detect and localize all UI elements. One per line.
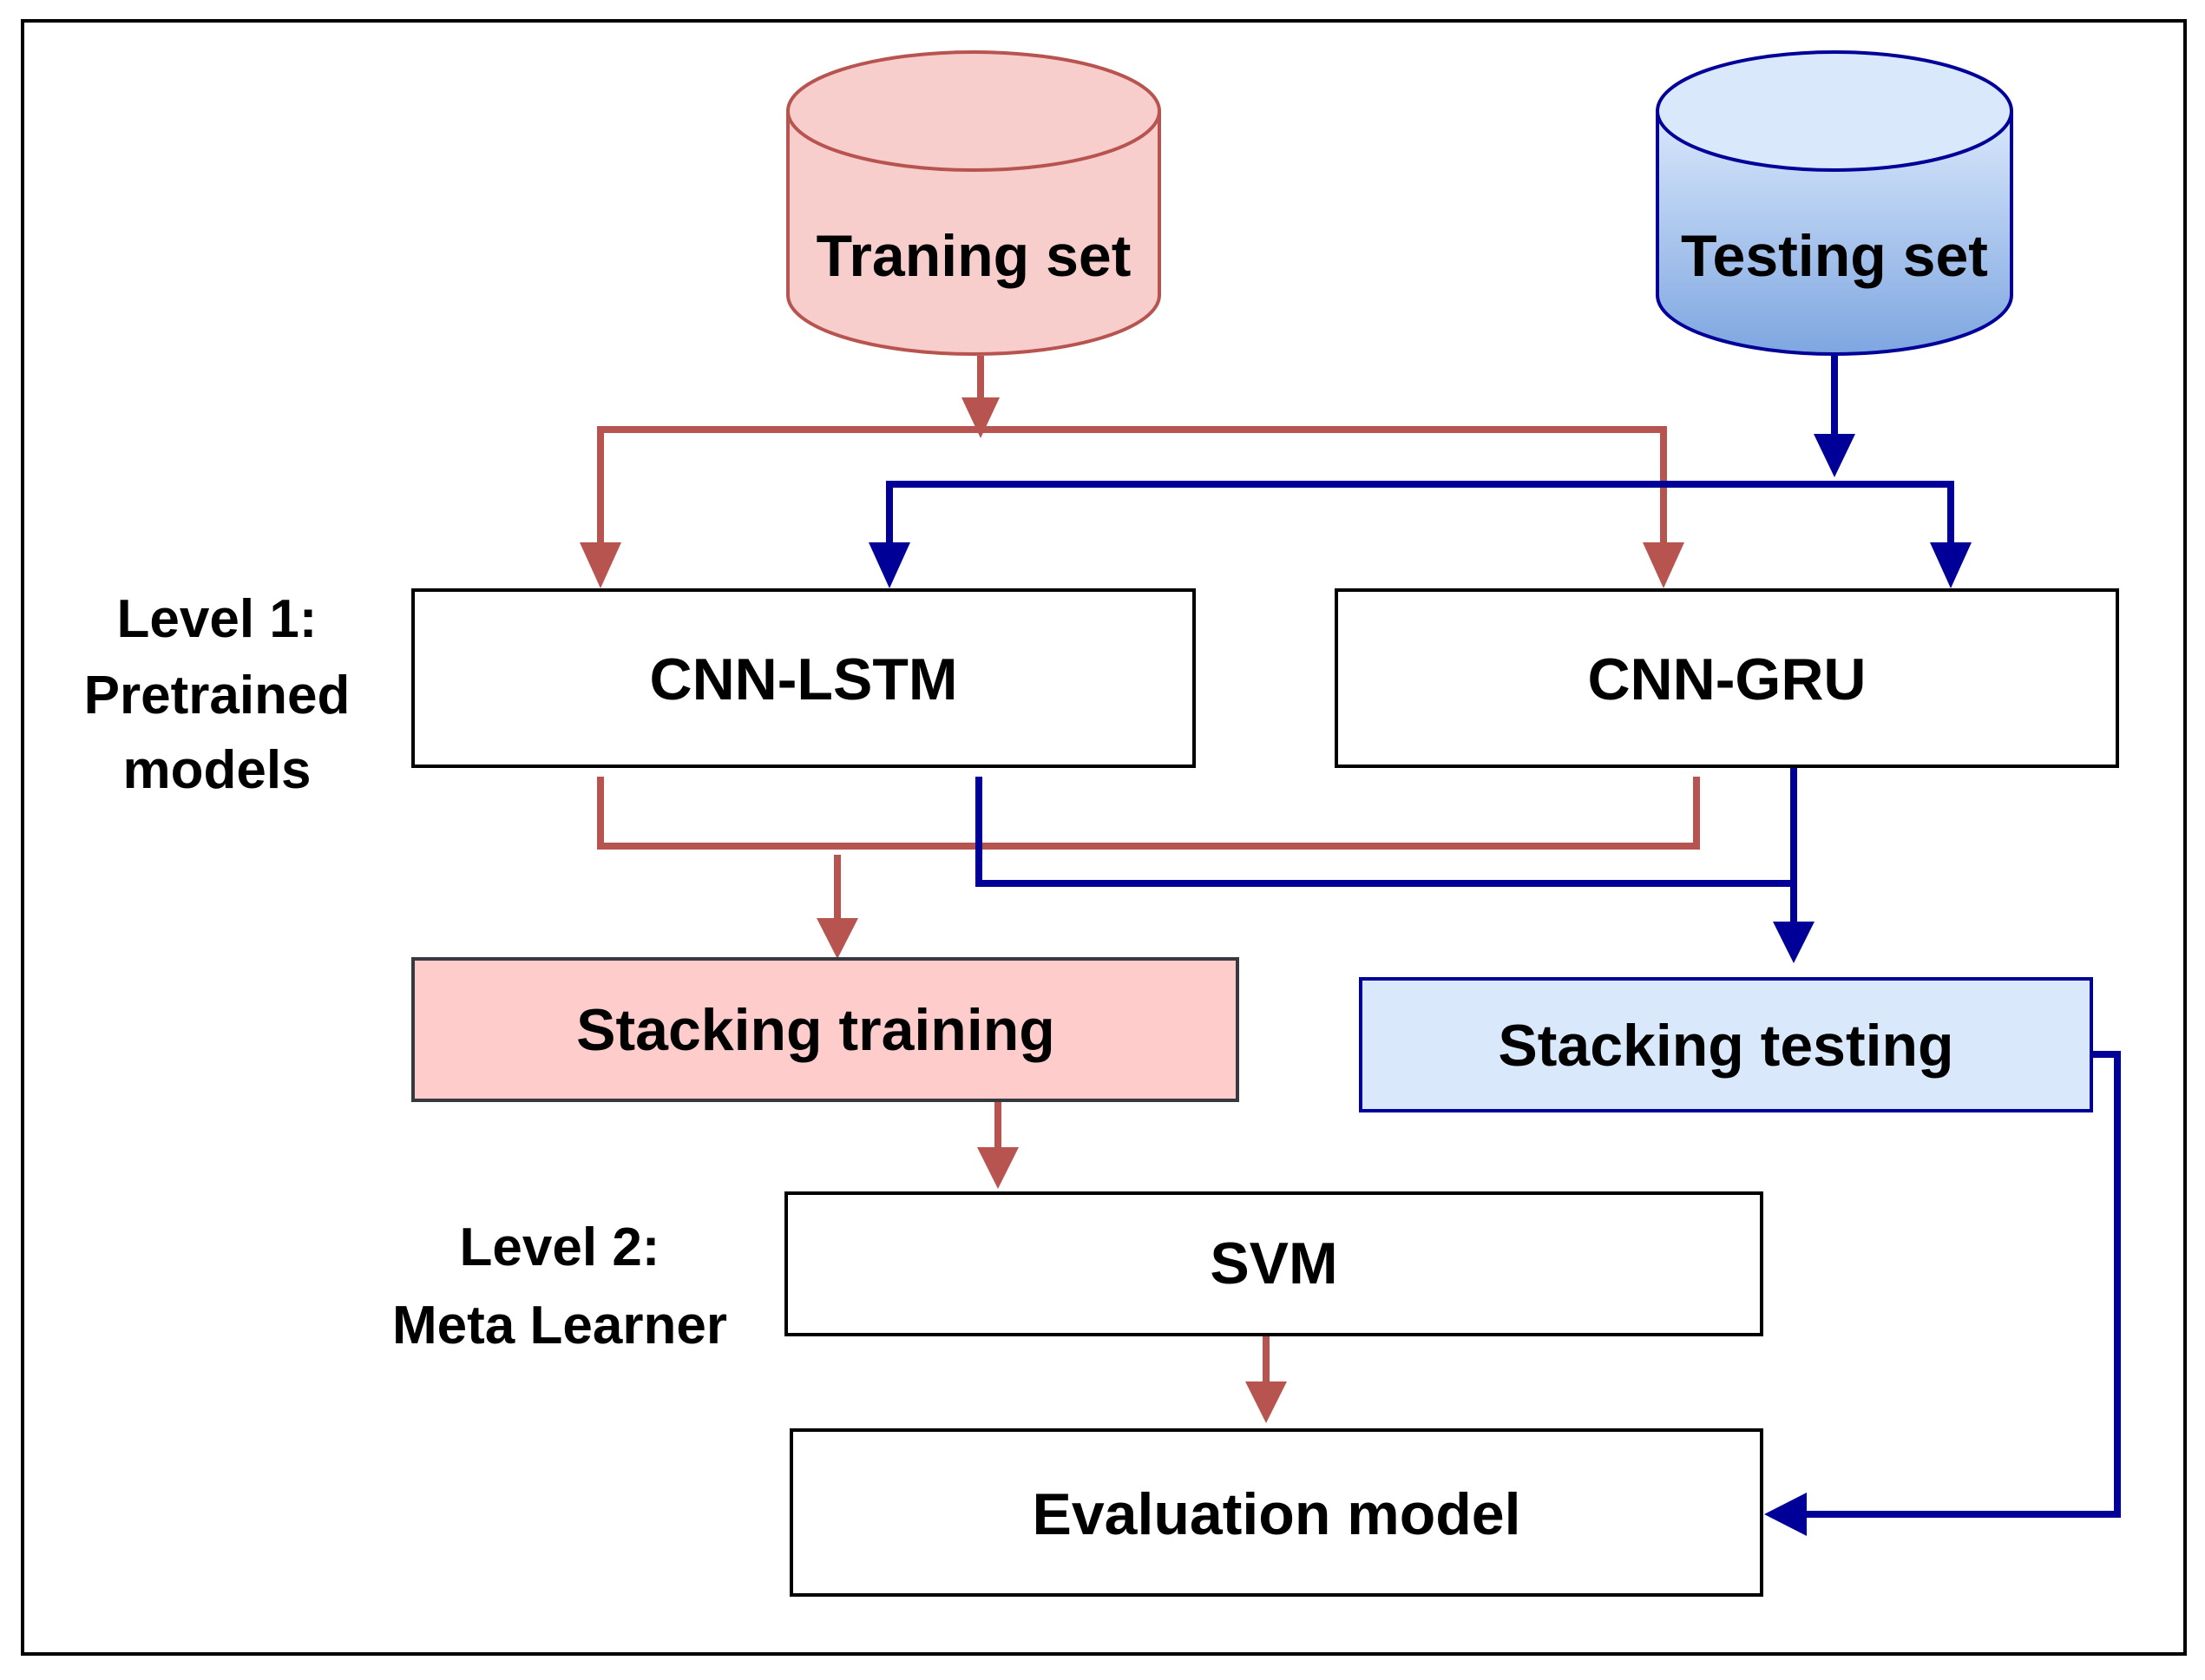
arrowhead-to-cnn-gru-blue	[1930, 542, 1972, 588]
evaluation-model-label: Evaluation model	[1033, 1481, 1521, 1547]
arrowhead-to-cnn-gru-red	[1643, 542, 1684, 588]
testing-flow-connectors	[886, 356, 2121, 1518]
level2-label: Level 2: Meta Learner	[392, 1217, 727, 1355]
training-flow-arrowheads	[580, 397, 1684, 1423]
arrowhead-test-down	[1814, 434, 1855, 477]
testing-set-cylinder: Testing set	[1656, 50, 2013, 356]
arrowhead-to-evaluation-blue	[1764, 1493, 1807, 1536]
training-set-body	[786, 111, 1161, 356]
testing-set-label: Testing set	[1681, 223, 1988, 289]
stacking-testing-box: Stacking testing	[1359, 977, 2093, 1112]
training-set-cylinder: Traning set	[786, 50, 1161, 356]
test-split-connector	[886, 481, 1954, 545]
svm-box: SVM	[784, 1191, 1763, 1336]
testing-set-top	[1656, 50, 2013, 172]
training-set-label: Traning set	[817, 223, 1132, 289]
testing-flow-arrowheads	[869, 434, 1972, 1536]
arrowhead-to-cnn-lstm-red	[580, 542, 621, 588]
level2-label-line1: Level 2:	[460, 1217, 660, 1277]
level2-label-line2: Meta Learner	[392, 1296, 727, 1355]
level1-label: Level 1: Pretrained models	[84, 589, 351, 800]
cnn-lstm-label: CNN-LSTM	[649, 646, 957, 712]
arrowhead-to-svm	[977, 1147, 1019, 1189]
level1-to-stacking-train-connector	[597, 777, 1700, 850]
svm-label: SVM	[1210, 1230, 1337, 1296]
cnn-gru-label: CNN-GRU	[1587, 646, 1866, 712]
stacking-testing-label: Stacking testing	[1498, 1013, 1953, 1079]
arrowhead-to-stacking-training	[817, 918, 858, 959]
stacking-test-to-evaluation-connector	[1805, 1051, 2121, 1518]
arrowhead-to-evaluation	[1245, 1381, 1287, 1423]
arrowhead-to-stacking-testing	[1773, 922, 1815, 963]
arrowhead-train-down	[961, 397, 1000, 438]
stacking-training-label: Stacking training	[576, 997, 1055, 1063]
level1-to-stacking-test-connector	[975, 777, 1794, 887]
testing-set-body	[1656, 111, 2013, 356]
outer-frame	[21, 19, 2187, 1656]
level1-label-line2: Pretrained	[84, 666, 351, 725]
cnn-gru-box: CNN-GRU	[1335, 588, 2119, 768]
evaluation-model-box: Evaluation model	[790, 1428, 1763, 1597]
cnn-lstm-box: CNN-LSTM	[411, 588, 1196, 768]
arrowhead-to-cnn-lstm-blue	[869, 542, 910, 588]
level1-label-line3: models	[122, 740, 311, 800]
stacking-training-box: Stacking training	[411, 957, 1239, 1102]
level1-label-line1: Level 1:	[117, 589, 318, 649]
training-set-top	[786, 50, 1161, 172]
